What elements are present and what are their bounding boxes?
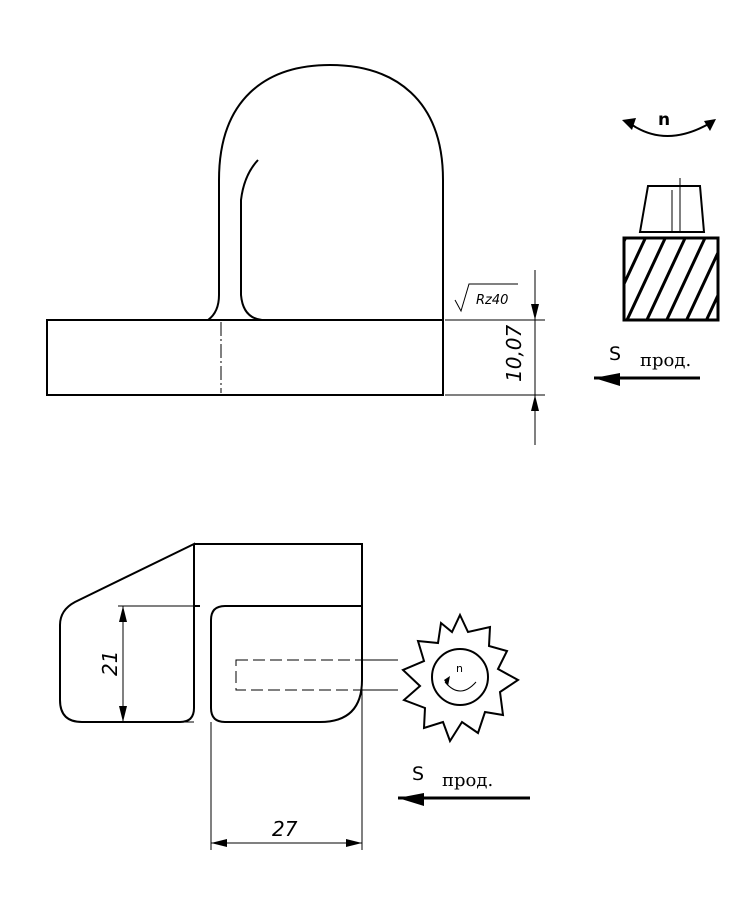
right-block-outline bbox=[194, 543, 363, 723]
base-plate-outline bbox=[46, 319, 444, 396]
roughness-symbol: Rz40 bbox=[454, 283, 518, 313]
thickness-dimension-label: 10,07 bbox=[502, 324, 526, 382]
disk-cutter-feed-symbol: S bbox=[412, 763, 424, 785]
end-mill-rotation-label: n bbox=[658, 110, 670, 130]
bottom-view-part bbox=[59, 542, 398, 723]
rotation-arrow-icon bbox=[627, 121, 713, 137]
height-dimension-label: 21 bbox=[98, 651, 122, 676]
top-view-part bbox=[46, 63, 444, 396]
end-mill-feed-symbol: S bbox=[609, 343, 621, 365]
height-dimension: 21 bbox=[98, 605, 194, 723]
disk-cutter-hub bbox=[431, 648, 489, 706]
lug-inner-fillet bbox=[240, 159, 263, 321]
hidden-slot bbox=[235, 659, 363, 691]
width-dimension: 27 bbox=[210, 690, 363, 850]
end-mill-feed-label: прод. bbox=[640, 350, 691, 371]
end-mill-icon: n S прод. bbox=[594, 110, 720, 386]
disk-cutter-feed-label: прод. bbox=[442, 770, 493, 791]
disk-cutter-icon: n S прод. bbox=[398, 612, 530, 806]
lug-outline bbox=[207, 63, 444, 321]
disk-cutter-rotation-label: n bbox=[456, 662, 463, 675]
left-block-outline bbox=[59, 542, 195, 723]
width-dimension-label: 27 bbox=[272, 817, 298, 841]
disk-cutter-teeth bbox=[401, 612, 520, 744]
thickness-dimension: 10,07 bbox=[445, 270, 545, 445]
roughness-label: Rz40 bbox=[476, 293, 508, 308]
end-mill-cutter-body bbox=[622, 236, 720, 322]
